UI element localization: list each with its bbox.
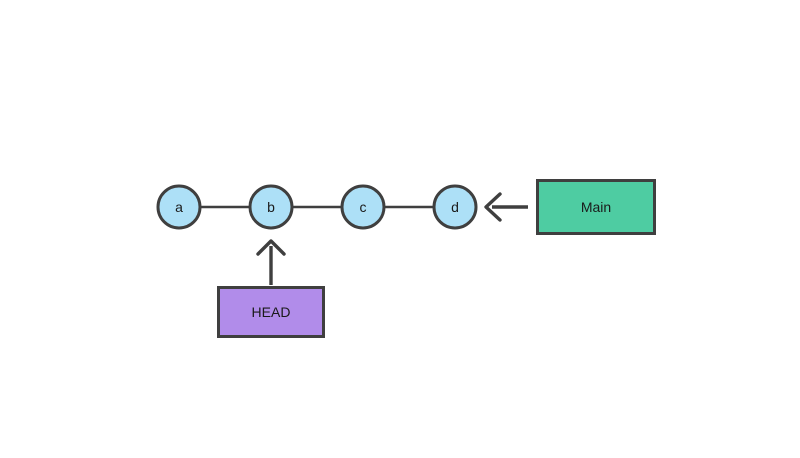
main-arrow-head — [484, 192, 502, 222]
commit-circle-a[interactable] — [156, 184, 202, 230]
head-arrow-head — [256, 239, 286, 256]
commit-circle-d[interactable] — [432, 184, 478, 230]
commit-circle-c[interactable] — [340, 184, 386, 230]
head-pointer-arrow-icon — [256, 239, 286, 285]
commit-label-c: c — [360, 199, 367, 215]
commit-node-a[interactable]: a — [156, 184, 202, 230]
branch-ref-main-label: Main — [581, 199, 611, 215]
commit-node-c[interactable]: c — [340, 184, 386, 230]
head-ref-box[interactable] — [217, 286, 325, 338]
commit-label-a: a — [175, 199, 183, 215]
commit-node-d[interactable]: d — [432, 184, 478, 230]
commit-label-d: d — [451, 199, 459, 215]
head-ref-label: HEAD — [252, 304, 291, 320]
commit-node-b[interactable]: b — [248, 184, 294, 230]
main-pointer-arrow-icon — [484, 192, 528, 222]
branch-ref-main[interactable]: Main — [536, 179, 656, 235]
head-ref[interactable]: HEAD — [217, 286, 325, 338]
commit-circle-b[interactable] — [248, 184, 294, 230]
branch-ref-main-box[interactable] — [536, 179, 656, 235]
commit-label-b: b — [267, 199, 275, 215]
